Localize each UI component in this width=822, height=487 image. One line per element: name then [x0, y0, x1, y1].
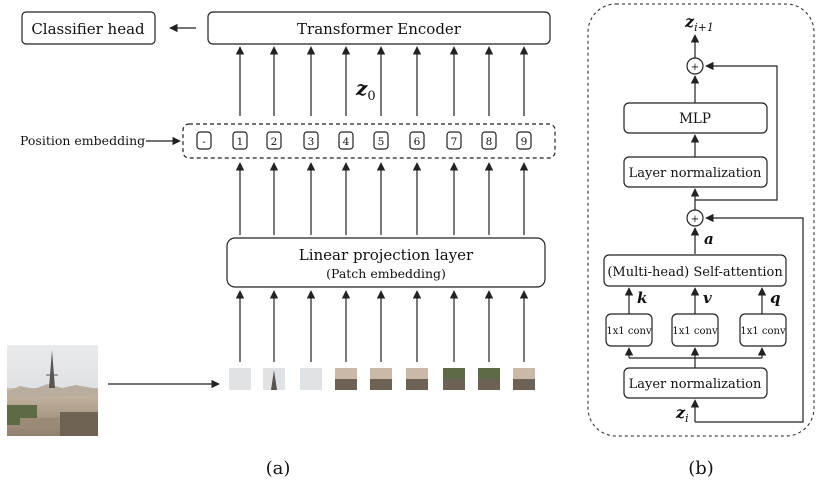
position-token-box: [481, 131, 497, 150]
layer-norm-bottom-box: [623, 367, 768, 399]
position-token-box: [196, 131, 212, 150]
image-patch: [229, 368, 251, 390]
position-token-label: 2: [271, 136, 278, 148]
position-token-label: 5: [378, 136, 385, 148]
image-patch: [443, 368, 465, 390]
mlp-label: MLP: [679, 111, 711, 127]
position-token-box: [373, 131, 389, 150]
position-token-label: 7: [451, 136, 458, 148]
position-embedding-group: [182, 123, 556, 159]
conv-v-label: 1x1 conv: [672, 326, 718, 337]
position-token-label: 1: [237, 136, 244, 148]
caption-a: (a): [266, 458, 291, 479]
residual-add-middle: [686, 209, 704, 227]
residual-connection-bottom: [695, 213, 804, 423]
residual-add-middle-sign: +: [691, 214, 699, 225]
conv-q-box: [739, 313, 787, 347]
position-token-label: -: [202, 136, 206, 148]
position-token-box: [232, 131, 248, 150]
position-token-box: [266, 131, 282, 150]
position-token-box: [338, 131, 354, 150]
mlp-box: [623, 102, 768, 134]
key-label: k: [637, 289, 647, 307]
transformer-encoder-label: Transformer Encoder: [297, 20, 462, 38]
linear-projection-label: Linear projection layer: [299, 246, 474, 264]
linear-projection-box: [226, 237, 546, 288]
layer-norm-bottom-label: Layer normalization: [629, 377, 762, 392]
image-patch: [300, 368, 322, 390]
image-patch: [406, 368, 428, 390]
layer-norm-top-label: Layer normalization: [629, 166, 762, 181]
image-patch: [370, 368, 392, 390]
encoder-block-outline: [587, 3, 815, 437]
panel-a-arrows: [235, 46, 529, 362]
position-token-label: 9: [521, 136, 528, 148]
z-in-label: zi: [675, 403, 689, 425]
layer-norm-top-box: [623, 156, 768, 188]
attention-output-label: a: [704, 230, 714, 248]
z-out-label: zi+1: [684, 12, 714, 34]
classifier-head-label: Classifier head: [31, 20, 145, 38]
position-token-box: [446, 131, 462, 150]
paris-image: [7, 345, 98, 436]
query-label: q: [770, 289, 781, 307]
self-attention-box: [603, 254, 787, 287]
conv-k-box: [605, 313, 653, 347]
panel-b: zi+1 + MLP Layer normalization + a (Mult…: [587, 3, 815, 479]
caption-b: (b): [688, 458, 714, 479]
residual-add-top-sign: +: [691, 62, 699, 73]
position-token-box: [303, 131, 319, 150]
position-token-box: [409, 131, 425, 150]
residual-connection-top: [695, 61, 778, 201]
classifier-head-box: [21, 11, 156, 45]
residual-add-top: [686, 57, 704, 75]
self-attention-label: (Multi-head) Self-attention: [607, 265, 783, 280]
image-patch: [478, 368, 500, 390]
conv-k-label: 1x1 conv: [606, 326, 652, 337]
position-token-label: 3: [308, 136, 315, 148]
conv-v-box: [671, 313, 719, 347]
position-token-label: 6: [414, 136, 421, 148]
patch-row: [229, 368, 535, 390]
position-token-row: - 1 2 3 4 5 6 7 8 9: [196, 131, 532, 150]
value-label: v: [703, 289, 712, 307]
z0-label: z0: [355, 76, 376, 104]
patch-embedding-label: (Patch embedding): [326, 266, 446, 281]
transformer-encoder-box: [207, 11, 551, 45]
position-token-label: 4: [343, 136, 350, 148]
image-patch: [263, 368, 285, 390]
image-patch: [335, 368, 357, 390]
conv-q-label: 1x1 conv: [740, 326, 786, 337]
position-token-label: 8: [486, 136, 493, 148]
panel-a: Classifier head Transformer Encoder z0 P…: [7, 11, 556, 479]
position-embedding-label: Position embedding: [20, 133, 145, 148]
image-patch: [513, 368, 535, 390]
position-token-box: [516, 131, 532, 150]
